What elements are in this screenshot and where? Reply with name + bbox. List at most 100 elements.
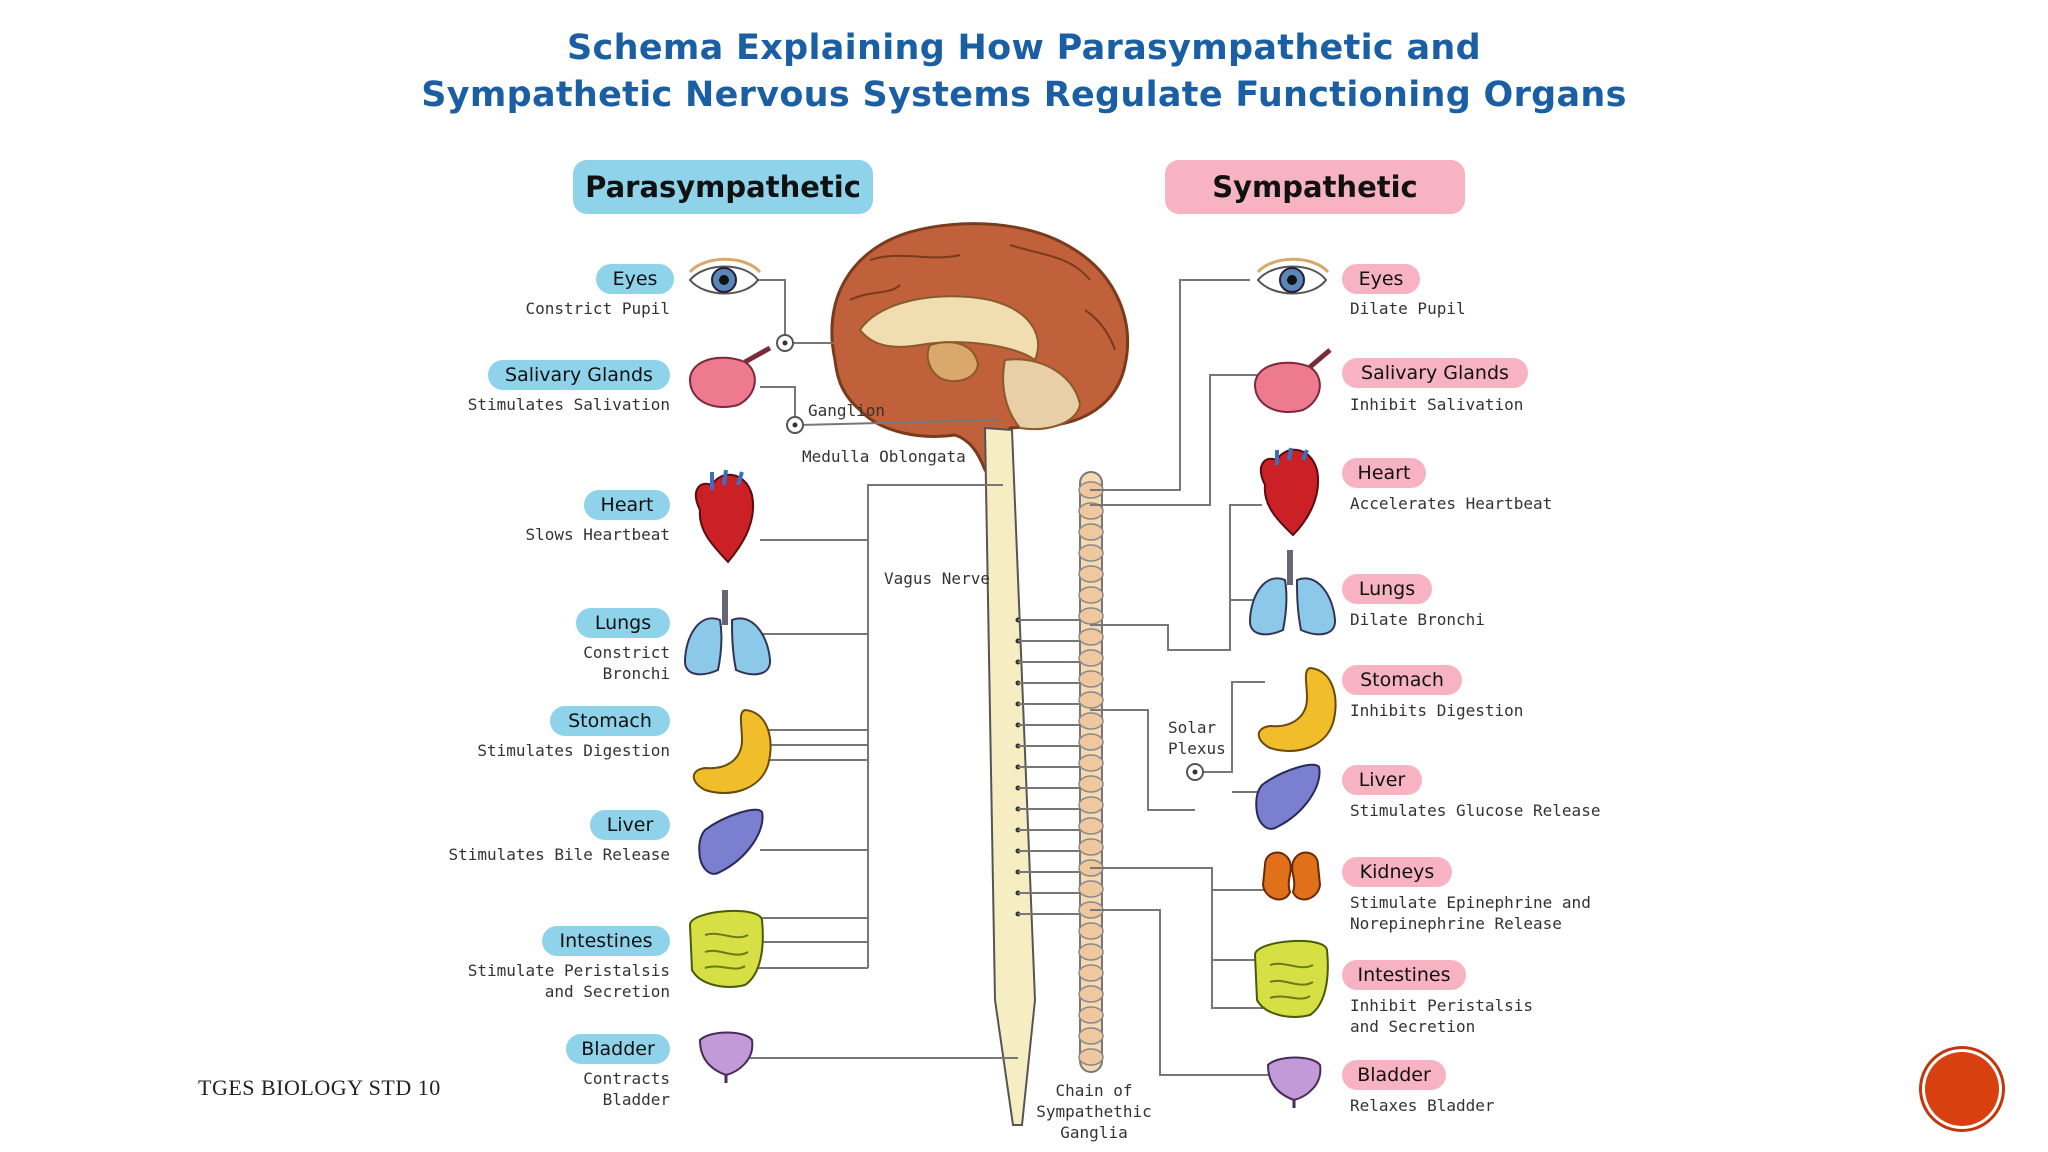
parasympathetic-header: Parasympathetic [573,160,873,214]
organ-label-left: Heart [584,490,670,520]
stomach-icon [1257,666,1337,752]
organ-effect-left: Stimulates Salivation [468,394,670,415]
ganglion-bead [1078,754,1104,772]
ganglion-bead [1078,502,1104,520]
effect-line: Inhibits Digestion [1350,701,1524,720]
organ-label-right: Heart [1342,458,1426,488]
organ-effect-right: Inhibit Peristalsis and Secretion [1350,995,1533,1037]
brain-icon [830,222,1130,472]
organ-label-right: Lungs [1342,574,1432,604]
organ-label-right: Salivary Glands [1342,358,1528,388]
organ-label-left: Lungs [576,608,670,638]
ganglion-bead [1078,733,1104,751]
organ-label-right: Liver [1342,765,1422,795]
kidneys-icon [1261,851,1322,901]
sympathetic-header: Sympathetic [1165,160,1465,214]
title-line-2: Sympathetic Nervous Systems Regulate Fun… [421,75,1627,115]
title-line-1: Schema Explaining How Parasympathetic an… [567,28,1481,68]
bladder-icon [698,1031,754,1083]
eye-icon [1256,257,1330,295]
organ-label-left: Bladder [566,1034,670,1064]
organ-effect-right: Inhibit Salivation [1350,394,1523,415]
effect-line: Bronchi [602,664,670,683]
organ-label-left: Liver [590,810,670,840]
effect-line: and Secretion [1350,1017,1476,1036]
intestines-icon [1253,940,1329,1018]
ganglion-bead [1078,775,1104,793]
salivary-gland-icon [688,345,772,408]
ganglion-bead [1078,565,1104,583]
ganglion-bead [1078,922,1104,940]
sympathetic-chain [1079,471,1103,1073]
organ-effect-right: Dilate Bronchi [1350,609,1485,630]
organ-label-right: Eyes [1342,264,1420,294]
ganglion-bead [1078,1006,1104,1024]
ganglion-bead [1078,649,1104,667]
footer-text: TGES BIOLOGY STD 10 [198,1075,441,1100]
organ-label-right: Kidneys [1342,857,1452,887]
effect-line: Stimulates Salivation [467,395,670,414]
organ-effect-left: Stimulate Peristalsis and Secretion [468,960,670,1002]
ganglion-bead [1078,691,1104,709]
effect-line: Constrict Pupil [525,299,671,318]
organ-label-left: Salivary Glands [488,360,670,390]
effect-line: Dilate Bronchi [1350,610,1485,629]
organ-label-left: Stomach [550,706,670,736]
effect-line: Dilate Pupil [1350,299,1466,318]
organ-label-right: Intestines [1342,960,1466,990]
effect-line: Accelerates Heartbeat [1350,494,1553,513]
ganglion-bead [1078,943,1104,961]
lungs-icon [1248,550,1337,636]
organ-effect-right: Dilate Pupil [1350,298,1466,319]
organ-effect-right: Relaxes Bladder [1350,1095,1495,1116]
organ-effect-right: Inhibits Digestion [1350,700,1523,721]
effect-line: Norepinephrine Release [1350,914,1562,933]
effect-line: Constrict [583,643,670,662]
heart-icon [694,469,755,564]
ganglion-bead [1078,1048,1104,1066]
eye-icon [688,257,762,295]
effect-line: Stimulate Peristalsis [467,961,670,980]
ganglion-bead [1078,586,1104,604]
ganglion-bead [1078,628,1104,646]
effect-line: and Secretion [544,982,670,1001]
ganglion-bead [1078,838,1104,856]
effect-line: Contracts [583,1069,670,1088]
effect-line: Stimulates Glucose Release [1350,801,1601,820]
intestines-icon [688,910,764,988]
ganglion-bead [1078,670,1104,688]
ganglion-label: Ganglion [808,401,886,420]
salivary-gland-icon [1253,348,1332,413]
organ-label-right: Bladder [1342,1060,1446,1090]
ganglion-bead [1078,964,1104,982]
organ-label-right: Stomach [1342,665,1462,695]
spinal-nerve-dots [1015,617,1021,917]
organ-effect-left: Slows Heartbeat [526,524,671,545]
ganglion-bead [1078,796,1104,814]
effect-line: Inhibit Salivation [1350,395,1524,414]
effect-line: Stimulates Bile Release [448,845,670,864]
organ-effect-left: Stimulates Digestion [477,740,670,761]
organ-effect-left: Stimulates Bile Release [448,844,670,865]
effect-line: Bladder [602,1090,670,1109]
spinal-cord [983,426,1037,1126]
effect-line: Inhibit Peristalsis [1350,996,1534,1015]
ganglion-bead [1078,523,1104,541]
effect-line: Slows Heartbeat [525,525,671,544]
organ-effect-right: Stimulates Glucose Release [1350,800,1600,821]
effect-line: Stimulates Digestion [477,741,670,760]
ganglion-bead [1078,985,1104,1003]
organ-label-left: Intestines [542,926,670,956]
ganglion-bead [1078,817,1104,835]
organ-effect-left: Constrict Pupil [526,298,671,319]
liver-icon [698,808,764,875]
ganglion-bead [1078,880,1104,898]
effect-line: Relaxes Bladder [1350,1096,1495,1115]
effect-line: Stimulate Epinephrine and [1350,893,1591,912]
